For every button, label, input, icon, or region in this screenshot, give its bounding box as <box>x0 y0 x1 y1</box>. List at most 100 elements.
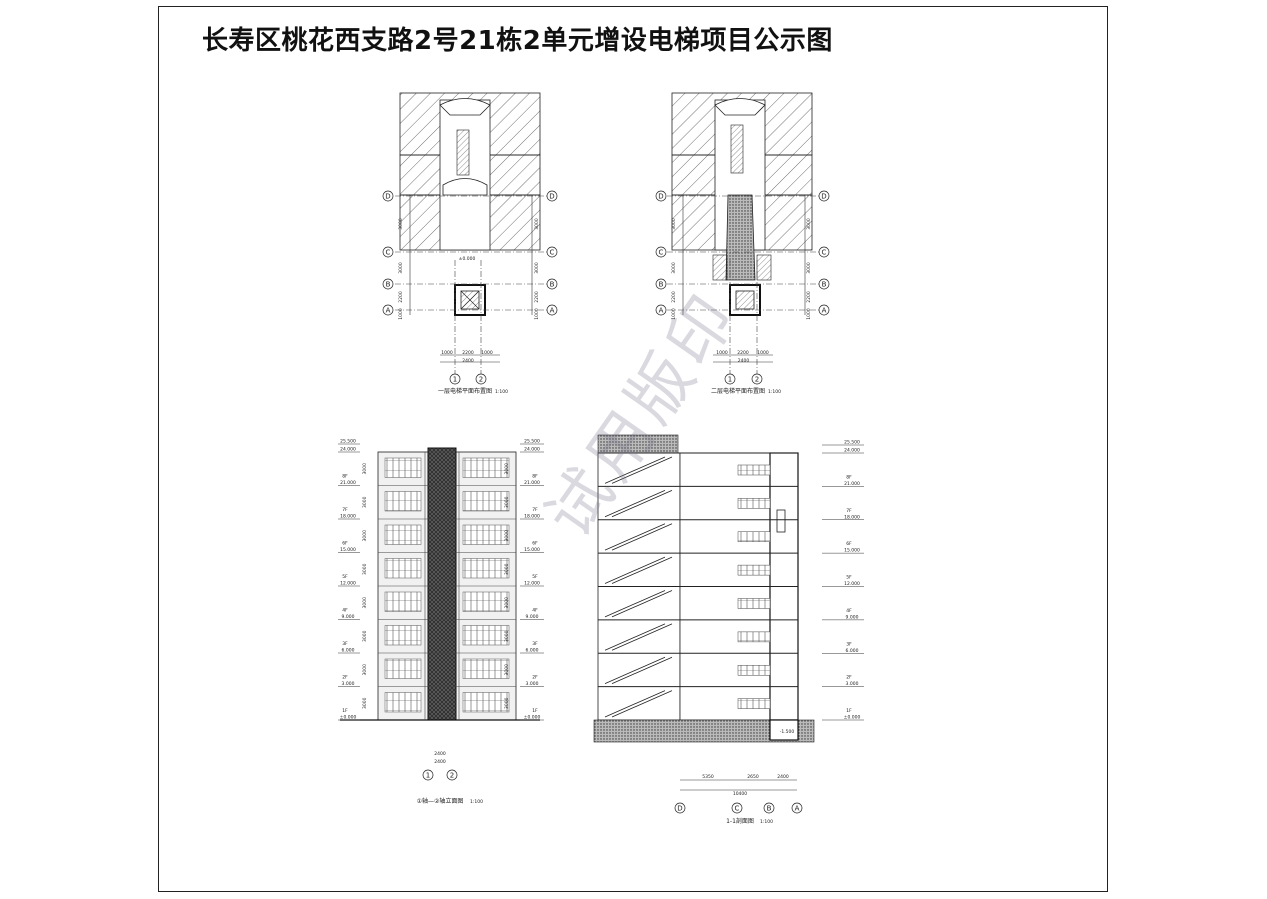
section-window <box>737 665 771 676</box>
section-dim-2: 2400 <box>777 774 789 780</box>
plan2-grid-row-left-D: D <box>655 190 667 202</box>
section-stair-flight <box>604 590 666 618</box>
elev-scale: 1:100 <box>470 799 483 805</box>
plan1-grid-col-1-circle <box>449 373 461 385</box>
elev-level-right-4: 15.000 <box>524 547 540 553</box>
section-dim-1: 2650 <box>747 774 759 780</box>
elev-window-right <box>462 591 510 612</box>
elev-fh-right-6: 3000 <box>504 664 510 676</box>
plan2-grid-col-2-label: 2 <box>755 376 759 384</box>
elev-fh-left-6: 3000 <box>362 664 368 676</box>
section-floor-3F: 3F <box>846 641 852 647</box>
section-caption: 1-1剖面图 <box>726 817 754 825</box>
section-floor-6F: 6F <box>846 541 852 547</box>
section-level-3: 18.000 <box>844 514 860 520</box>
plan2-grid-row-left-B-label: B <box>659 281 664 289</box>
elev-level-left-5: 12.000 <box>340 581 356 587</box>
section-grid-col-D-circle <box>674 802 686 814</box>
plan1-caption: 一层电梯平面布置图 <box>438 387 492 395</box>
section-grid-col-A-circle <box>791 802 803 814</box>
plan1-left-dim-0: 3000 <box>398 218 404 230</box>
elev-caption: ①轴—②轴立面图 <box>417 797 464 805</box>
plan2-grid-row-right-C: C <box>818 246 830 258</box>
elevation-axis-1-2 <box>340 447 540 721</box>
elev-window-right <box>462 457 510 478</box>
plan1-grid-row-left-B-circle <box>382 278 394 290</box>
plan2-grid-col-1: 1 <box>724 373 736 385</box>
elev-window-left <box>384 625 422 646</box>
section-total: 10400 <box>733 791 747 797</box>
section-stair-flight <box>604 456 666 484</box>
section-level-0: 25.500 <box>844 440 860 446</box>
plan1-grid-col-2-label: 2 <box>479 376 483 384</box>
elev-fh-left-3: 3000 <box>362 563 368 575</box>
section-stair-flight <box>604 656 666 684</box>
plan1-left-dim-3: 1000 <box>398 308 404 320</box>
section-floor-5F: 5F <box>846 575 852 581</box>
plan1-grid-row-left-C-circle <box>382 246 394 258</box>
plan2-grid-row-right-B: B <box>818 278 830 290</box>
plan2-dim-1: 2200 <box>737 350 749 356</box>
elev-level-left-4: 15.000 <box>340 547 356 553</box>
elev-window-left <box>384 658 422 679</box>
plan2-grid-row-left-A: A <box>655 304 667 316</box>
elev-window-right <box>462 625 510 646</box>
plan1-grid-row-left-D: D <box>382 190 394 202</box>
elev-fh-right-3: 3000 <box>504 563 510 575</box>
section-grid-col-B-label: B <box>767 805 772 813</box>
plan1-grid-row-right-D-label: D <box>549 193 554 201</box>
elev-level-left-3: 18.000 <box>340 514 356 520</box>
plan2-grid-row-right-A-label: A <box>822 307 827 315</box>
elev-window-right <box>462 658 510 679</box>
elev-floor-left-8F: 8F <box>342 474 348 480</box>
elev-level-left-2: 21.000 <box>340 480 356 486</box>
plan1-grid-col-2: 2 <box>475 373 487 385</box>
section-level-6: 9.000 <box>846 614 859 620</box>
plan1-grid-row-right-B-circle <box>546 278 558 290</box>
plan2-grid-col-2: 2 <box>751 373 763 385</box>
plan2-right-dim-2: 2200 <box>806 291 812 303</box>
section-stair-flight <box>604 690 666 718</box>
section-stair-flight-edge <box>611 656 673 684</box>
elev-floor-left-1F: 1F <box>342 708 348 714</box>
section-stair-flight <box>604 556 666 584</box>
section-level-1: 24.000 <box>844 448 860 454</box>
section-grid-col-C: C <box>731 802 743 814</box>
elev-window-left <box>384 524 422 545</box>
plan2-grid-row-left-C-label: C <box>659 249 664 257</box>
elev-fh-left-7: 3000 <box>362 697 368 709</box>
elev-grid-col-1: 1 <box>422 769 434 781</box>
elev-level-right-5: 12.000 <box>524 581 540 587</box>
plan2-grid-row-left-A-circle <box>655 304 667 316</box>
elev-fh-left-5: 3000 <box>362 630 368 642</box>
elev-fh-left-1: 3000 <box>362 496 368 508</box>
plan2-grid-col-1-circle <box>724 373 736 385</box>
plan1-scale: 1:100 <box>495 389 508 395</box>
section-floor-2F: 2F <box>846 675 852 681</box>
section-window <box>737 498 771 509</box>
section-floor-8F: 8F <box>846 474 852 480</box>
plan2-grid-row-right-A-circle <box>818 304 830 316</box>
elev-level-left-0: 25.500 <box>340 439 356 445</box>
elev-level-right-1: 24.000 <box>524 447 540 453</box>
page-title: 长寿区桃花西支路2号21栋2单元增设电梯项目公示图 <box>202 26 833 56</box>
elev-level-right-7: 6.000 <box>526 648 539 654</box>
plan2-grid-row-left-D-label: D <box>658 193 663 201</box>
elev-level-left-7: 6.000 <box>342 648 355 654</box>
elev-level-right-9: ±0.000 <box>524 715 541 721</box>
section-floor-1F: 1F <box>846 708 852 714</box>
plan1-dim-0: 1000 <box>441 350 453 356</box>
section-level-5: 12.000 <box>844 581 860 587</box>
elev-window-right <box>462 692 510 713</box>
plan2-left-dim-0: 3000 <box>671 218 677 230</box>
plan1-right-dim-0: 3000 <box>534 218 540 230</box>
elev-floor-left-5F: 5F <box>342 574 348 580</box>
section-stair-flight <box>604 490 666 518</box>
plan1-grid-row-right-A: A <box>546 304 558 316</box>
plan1-grid-row-left-C: C <box>382 246 394 258</box>
section-grid-col-C-circle <box>731 802 743 814</box>
plan1-dim-1: 2200 <box>462 350 474 356</box>
plan2-right-dim-0: 3000 <box>806 218 812 230</box>
section-stair-flight-edge <box>611 590 673 618</box>
